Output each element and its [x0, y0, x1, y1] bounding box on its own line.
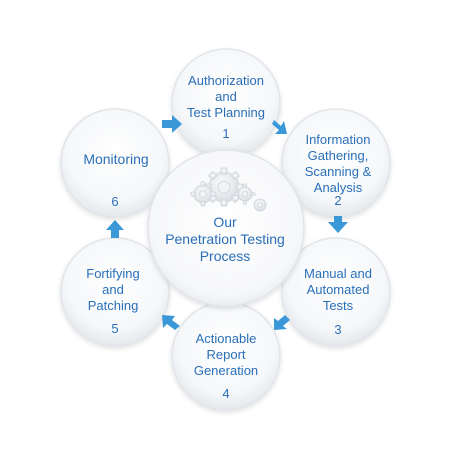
step-3-line-3: Tests: [322, 298, 354, 313]
step-3-line-2: Automated: [306, 282, 370, 297]
step-1-line-1: Authorization: [188, 73, 264, 88]
center-title-line-1: Our: [213, 214, 237, 230]
step-1-number: 1: [222, 126, 230, 141]
center-title-line-2: Penetration Testing: [165, 231, 285, 247]
step-6-label: Monitoring: [61, 151, 171, 167]
arrow-5-to-6-icon: [106, 220, 124, 238]
center-title: Our Penetration Testing Process: [150, 214, 300, 265]
center-circle: [147, 149, 305, 307]
step-4-number: 4: [222, 386, 230, 401]
step-3-label: Manual and Automated Tests: [283, 266, 393, 314]
step-1-label: Authorization and Test Planning: [166, 73, 286, 121]
step-1-line-3: Test Planning: [186, 105, 266, 120]
step-2-number: 2: [334, 193, 342, 208]
step-2-label: Information Gathering, Scanning & Analys…: [283, 132, 393, 196]
step-3-line-1: Manual and: [304, 266, 372, 281]
step-5-line-2: and: [102, 282, 124, 297]
step-4-line-3: Generation: [193, 363, 259, 378]
step-5-label: Fortifying and Patching: [58, 266, 168, 314]
arrow-3-to-4-icon: [274, 315, 290, 330]
step-6-line-1: Monitoring: [83, 151, 149, 167]
step-4-line-1: Actionable: [195, 331, 257, 346]
step-4-label: Actionable Report Generation: [171, 331, 281, 379]
arrow-6-to-1-icon: [162, 115, 182, 133]
arrow-1-to-2-icon: [272, 120, 287, 134]
step-6-number: 6: [111, 194, 119, 209]
gears-icon: [190, 167, 267, 212]
step-2-line-3: Scanning &: [304, 164, 372, 179]
step-3-number: 3: [334, 322, 342, 337]
arrow-2-to-3-icon: [328, 216, 348, 233]
center-title-line-3: Process: [199, 248, 251, 264]
step-circle-3: [281, 237, 391, 347]
step-5-number: 5: [111, 321, 119, 336]
step-2-line-1: Information: [305, 132, 371, 147]
step-1-line-2: and: [215, 89, 237, 104]
step-2-line-4: Analysis: [313, 180, 363, 195]
arrow-4-to-5-icon: [162, 315, 180, 330]
step-5-line-1: Fortifying: [86, 266, 140, 281]
step-5-line-3: Patching: [87, 298, 139, 313]
step-2-line-2: Gathering,: [307, 148, 369, 163]
step-circle-6: [60, 108, 170, 218]
step-4-line-2: Report: [206, 347, 246, 362]
